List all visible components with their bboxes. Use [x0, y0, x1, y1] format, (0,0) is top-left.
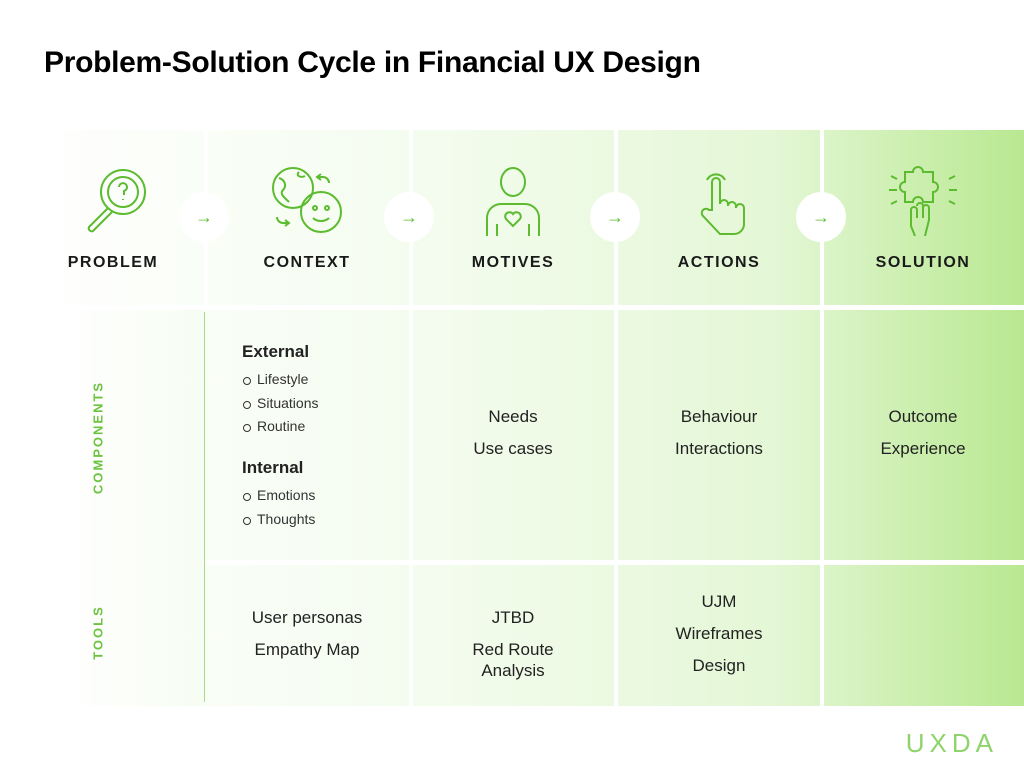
- tool-item: Red Route: [472, 640, 554, 659]
- person-heart-icon: [486, 167, 540, 236]
- stage-label: PROBLEM: [67, 254, 159, 271]
- hand-puzzle-icon: [889, 166, 957, 236]
- stage-problem: PROBLEM: [22, 130, 204, 306]
- list-item: Situations: [242, 392, 318, 416]
- components-motives: Needs Use cases: [410, 401, 616, 465]
- list-item: Lifestyle: [242, 368, 318, 392]
- stage-label: SOLUTION: [875, 254, 971, 271]
- component-item: Behaviour: [680, 407, 758, 426]
- tap-hand-icon: [700, 173, 745, 235]
- context-external-heading: External: [242, 342, 310, 361]
- stage-context: CONTEXT: [204, 130, 410, 306]
- component-item: Use cases: [473, 439, 553, 458]
- row-label-divider: [204, 312, 205, 702]
- tool-item: User personas: [251, 608, 363, 627]
- arrow-icon: →: [796, 192, 846, 242]
- arrow-icon: →: [179, 192, 229, 242]
- component-item: Outcome: [888, 407, 958, 426]
- arrow-icon: →: [384, 192, 434, 242]
- context-internal-list: Emotions Thoughts: [242, 484, 315, 531]
- stage-actions: ACTIONS: [616, 130, 822, 306]
- globe-smiley-icon: [272, 167, 342, 233]
- row-label-components: COMPONENTS: [90, 380, 106, 495]
- grid-divider: [22, 305, 1024, 310]
- row-label-tools: TOOLS: [90, 605, 106, 660]
- tools-motives: JTBD Red Route Analysis: [410, 602, 616, 681]
- context-external-list: Lifestyle Situations Routine: [242, 368, 318, 439]
- grid-divider: [409, 130, 413, 706]
- list-item: Routine: [242, 415, 318, 439]
- context-internal: Internal Emotions Thoughts: [242, 458, 315, 531]
- grid-divider: [820, 130, 824, 706]
- grid-divider: [204, 560, 1024, 565]
- arrow-icon: →: [590, 192, 640, 242]
- tools-context: User personas Empathy Map: [204, 602, 410, 666]
- component-item: Experience: [880, 439, 966, 458]
- components-actions: Behaviour Interactions: [616, 401, 822, 465]
- context-external: External Lifestyle Situations Routine: [242, 342, 318, 439]
- tool-item: UJM: [701, 592, 737, 611]
- stage-label: MOTIVES: [471, 254, 555, 271]
- left-margin-mask: [22, 306, 62, 706]
- stage-motives: MOTIVES: [410, 130, 616, 306]
- context-internal-heading: Internal: [242, 458, 304, 477]
- grid-divider: [614, 130, 618, 706]
- magnifier-question-icon: [87, 169, 146, 233]
- tool-item: Wireframes: [675, 624, 763, 643]
- tool-item: Empathy Map: [254, 640, 360, 659]
- row-label-column: [62, 306, 204, 706]
- tool-item: JTBD: [491, 608, 535, 627]
- component-item: Needs: [488, 407, 538, 426]
- list-item: Emotions: [242, 484, 315, 508]
- list-item: Thoughts: [242, 508, 315, 532]
- page-title: Problem-Solution Cycle in Financial UX D…: [44, 46, 701, 79]
- components-solution: Outcome Experience: [822, 401, 1024, 465]
- tool-item: Design: [692, 656, 746, 675]
- component-item: Interactions: [675, 439, 763, 458]
- uxda-logo: UXDA: [905, 728, 998, 758]
- tool-item: Analysis: [481, 661, 545, 680]
- tools-actions: UJM Wireframes Design: [616, 586, 822, 682]
- stage-label: CONTEXT: [263, 254, 351, 271]
- stage-solution: SOLUTION: [822, 130, 1024, 306]
- stage-label: ACTIONS: [677, 254, 761, 271]
